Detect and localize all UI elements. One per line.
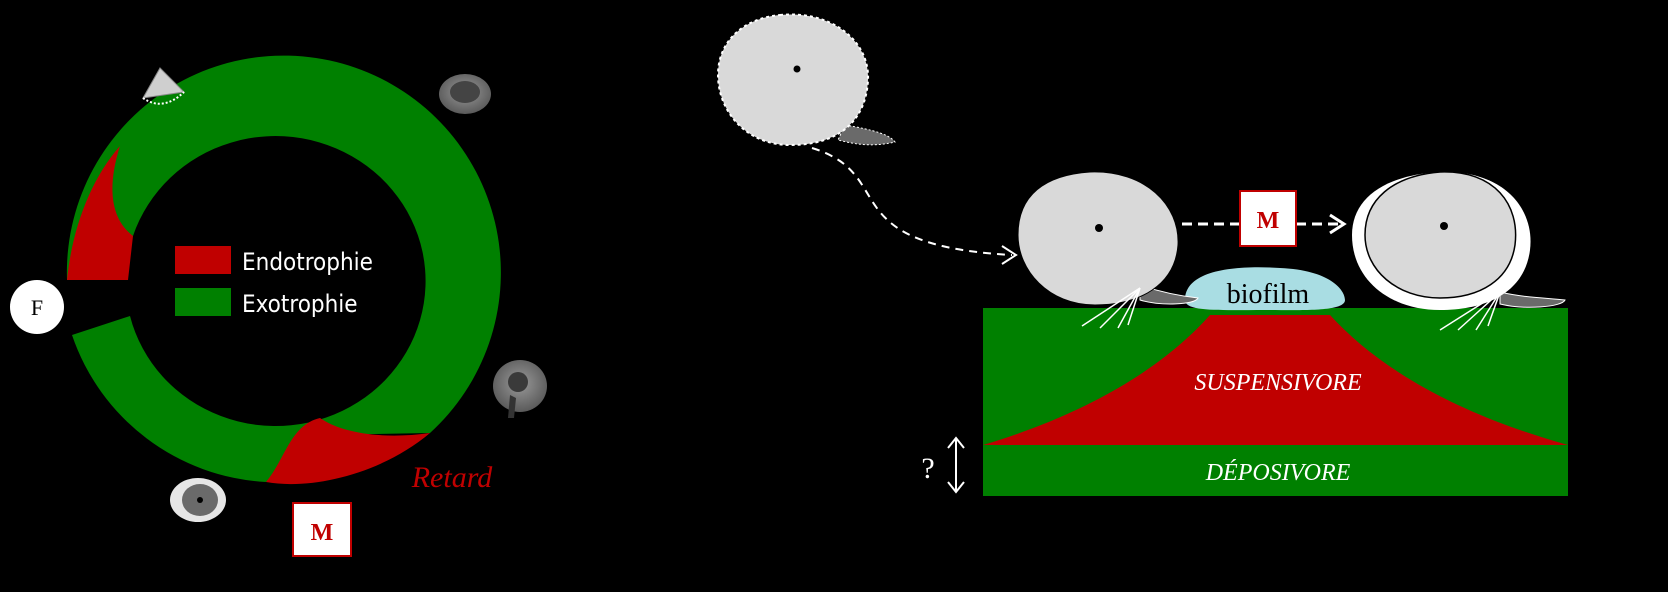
juvenile-shell-icon — [170, 478, 226, 522]
delay-label: Retard — [411, 461, 494, 494]
larva-premetamorphosis — [1017, 171, 1199, 329]
deposit-label: DÉPOSIVORE — [1205, 460, 1351, 486]
legend: Endotrophie Exotrophie — [175, 246, 373, 318]
m-label-left: M — [311, 520, 334, 546]
biofilm: biofilm — [1185, 267, 1345, 311]
larva-trochophore-icon — [142, 67, 186, 105]
fertilization-marker: F — [10, 280, 64, 334]
legend-label-exotrophy: Exotrophie — [242, 290, 358, 318]
question-mark: ? — [921, 452, 934, 485]
double-arrow-icon — [947, 436, 965, 494]
metamorphosis-arrowhead — [1329, 213, 1347, 235]
suspension-label: SUSPENSIVORE — [1194, 370, 1362, 396]
settling-larva — [716, 13, 896, 147]
life-cycle-ring — [66, 55, 501, 485]
biofilm-label: biofilm — [1227, 279, 1310, 310]
exotrophy-ring-segment — [66, 55, 501, 483]
legend-swatch-endotrophy — [175, 246, 231, 274]
m-label-right: M — [1257, 208, 1280, 234]
settlement-arrowhead — [1001, 245, 1018, 265]
metamorphosis-box-left: M — [292, 502, 352, 557]
endotrophy-segment-bottom — [266, 418, 430, 485]
endotrophy-segment-top — [67, 146, 133, 280]
settlement-path-arrow — [811, 147, 1013, 256]
legend-label-endotrophy: Endotrophie — [242, 248, 373, 276]
metamorphosis-box-right: M — [1239, 190, 1297, 247]
juvenile-after-metamorphosis — [1352, 171, 1566, 331]
larva-pediveliger-icon — [493, 360, 547, 418]
f-label: F — [31, 295, 43, 320]
suspension-feeding-zone — [983, 315, 1568, 445]
larva-veliger-icon — [439, 74, 491, 114]
legend-swatch-exotrophy — [175, 288, 231, 316]
